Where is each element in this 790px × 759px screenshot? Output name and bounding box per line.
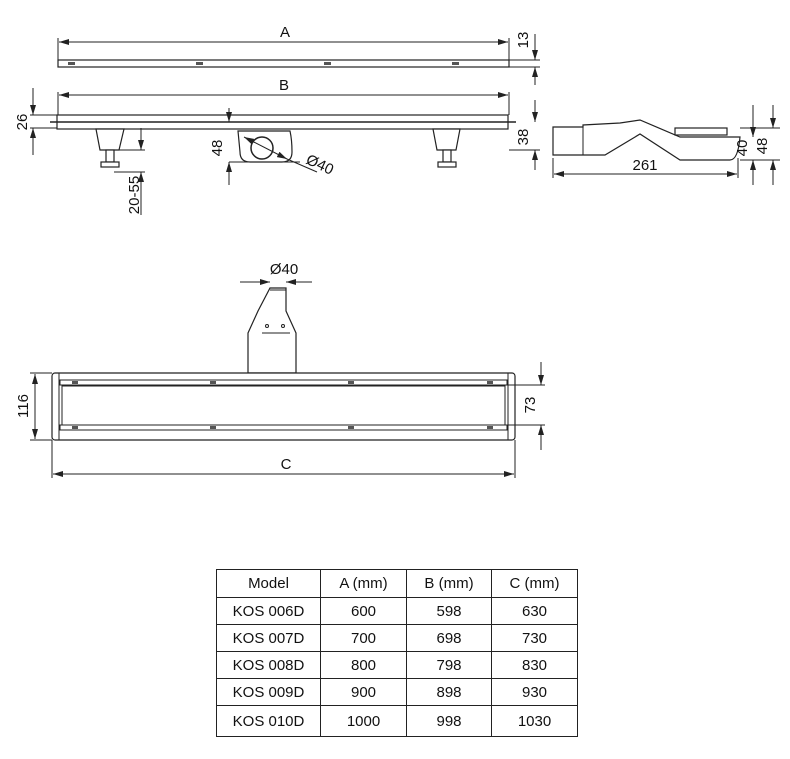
cell-b: 698 <box>406 624 492 652</box>
cell-a: 800 <box>320 651 407 679</box>
dimension-c-label: C <box>281 456 292 473</box>
side-height-48-label: 48 <box>754 138 771 155</box>
cell-c: 630 <box>491 597 578 625</box>
header-b: B (mm) <box>406 569 492 598</box>
side-view: 261 40 48 <box>552 105 780 185</box>
cell-c: 930 <box>491 678 578 706</box>
cell-c: 1030 <box>491 705 578 737</box>
table-header-row: Model A (mm) B (mm) C (mm) <box>216 569 578 598</box>
grate-top <box>57 59 510 68</box>
front-view: B Ø40 48 26 38 20-55 <box>14 77 540 215</box>
dimension-b-label: B <box>279 77 289 94</box>
cell-b: 798 <box>406 651 492 679</box>
cell-b: 598 <box>406 597 492 625</box>
header-c: C (mm) <box>491 569 578 598</box>
feet-adjust-label: 20-55 <box>126 176 143 214</box>
cell-a: 700 <box>320 624 407 652</box>
cell-a: 1000 <box>320 705 407 737</box>
cell-c: 730 <box>491 624 578 652</box>
cell-b: 998 <box>406 705 492 737</box>
outlet-height-label: 48 <box>209 140 226 157</box>
cell-model: KOS 010D <box>216 705 321 737</box>
cell-model: KOS 008D <box>216 651 321 679</box>
header-a: A (mm) <box>320 569 407 598</box>
outlet-diameter-label: Ø40 <box>303 151 336 178</box>
cell-c: 830 <box>491 651 578 679</box>
side-length-label: 261 <box>632 157 657 174</box>
cell-b: 898 <box>406 678 492 706</box>
plan-view: Ø40 116 73 C <box>15 261 545 478</box>
dimension-13-label: 13 <box>515 32 532 49</box>
width-116-label: 116 <box>15 394 32 418</box>
side-height-40-label: 40 <box>734 140 751 157</box>
cell-model: KOS 007D <box>216 624 321 652</box>
width-73-label: 73 <box>522 397 539 414</box>
top-view: A 13 <box>57 24 540 85</box>
cell-a: 900 <box>320 678 407 706</box>
rail-height-label: 26 <box>14 114 31 131</box>
header-model: Model <box>216 569 321 598</box>
plan-outlet-diameter-label: Ø40 <box>270 261 298 278</box>
cell-model: KOS 009D <box>216 678 321 706</box>
dimension-a-label: A <box>280 24 290 41</box>
cell-model: KOS 006D <box>216 597 321 625</box>
outlet-neck <box>247 287 297 374</box>
cell-a: 600 <box>320 597 407 625</box>
height-38-label: 38 <box>515 129 532 146</box>
